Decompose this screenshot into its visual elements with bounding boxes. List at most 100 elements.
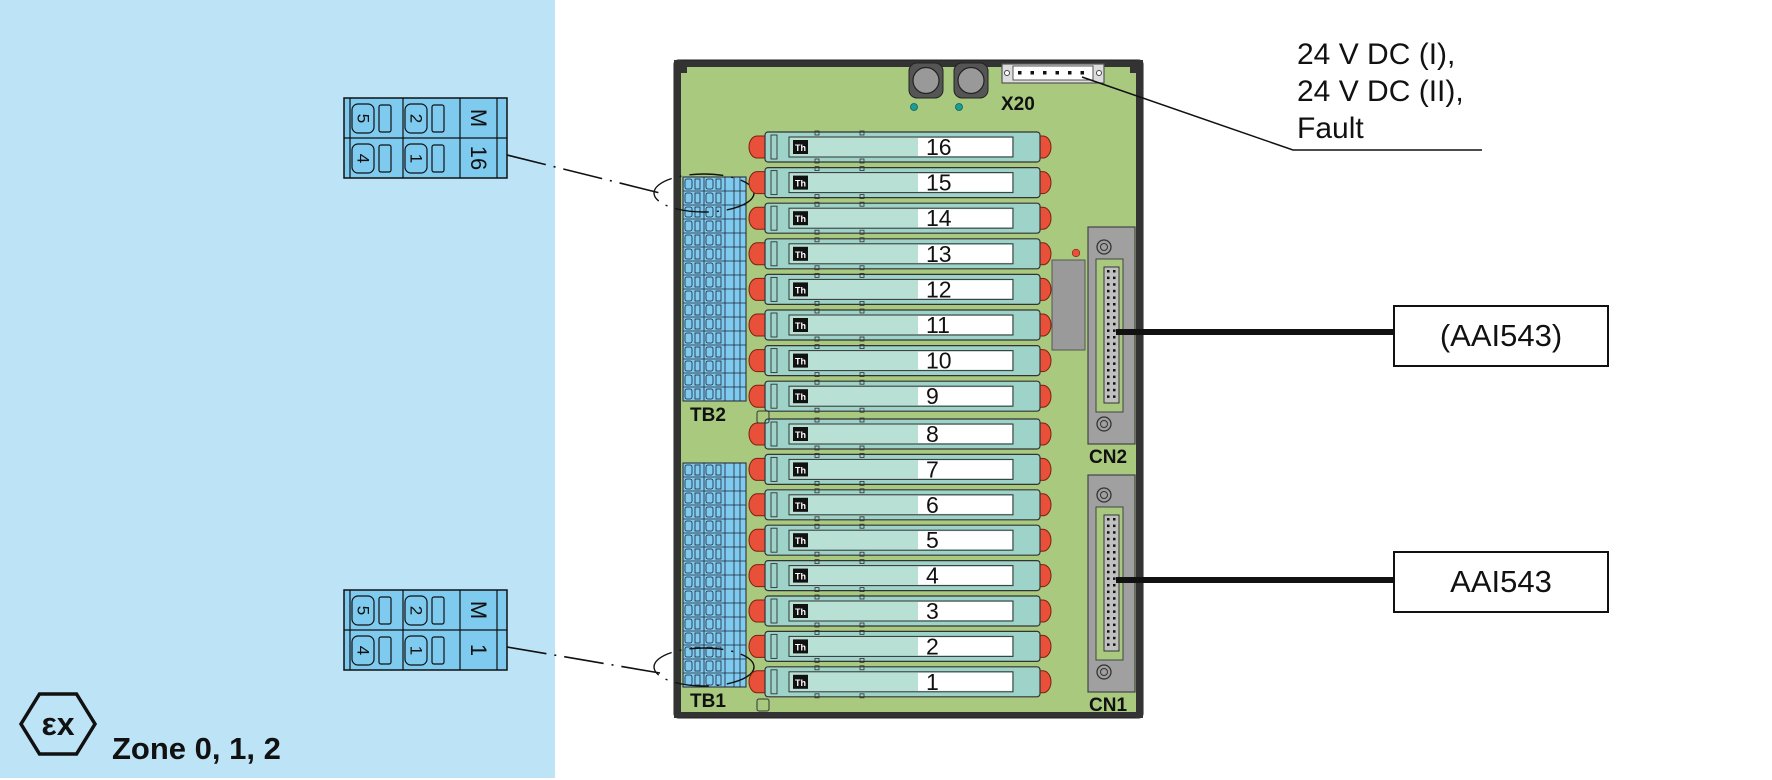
module-clip <box>814 407 820 413</box>
terminal-slot <box>715 290 722 302</box>
connector-pin <box>1113 584 1116 587</box>
ex-text: εx <box>42 706 75 742</box>
terminal-slot <box>694 220 701 232</box>
tb2-leader-line <box>506 154 661 194</box>
connector-pin <box>1113 289 1116 293</box>
terminal-slot <box>715 388 722 400</box>
status-led-icon <box>910 103 918 111</box>
module-label-area <box>918 280 1012 299</box>
terminal-clamp <box>705 478 714 490</box>
terminal-slot <box>694 646 701 658</box>
module-clip <box>814 229 820 235</box>
module-latch <box>770 456 778 482</box>
terminal-number: 5 <box>354 606 373 615</box>
module-clip <box>859 300 865 306</box>
terminal-slot <box>694 248 701 260</box>
connector-pin <box>1113 643 1116 646</box>
ex-hexagon <box>18 692 98 756</box>
module-logo-text: Th <box>795 143 806 153</box>
terminal-clamp <box>684 374 693 386</box>
terminal-slot <box>378 596 392 625</box>
module-clip <box>814 308 820 314</box>
module-clip <box>859 658 865 663</box>
terminal-clamp <box>705 464 714 476</box>
connector-pin <box>1107 362 1110 365</box>
module-logo-text: Th <box>795 214 806 224</box>
terminal-clamp <box>684 360 693 372</box>
terminal-slot <box>715 464 722 476</box>
connector-label: CN2 <box>1089 447 1127 468</box>
connector-pin <box>1113 630 1116 633</box>
x20-screw <box>1004 70 1010 76</box>
module-clip <box>814 630 820 635</box>
module-label-area <box>918 425 1012 443</box>
module-label-area <box>918 566 1012 585</box>
x20-pin <box>1055 71 1059 75</box>
module-clip <box>814 658 820 663</box>
module-logo-icon <box>793 674 808 689</box>
connector-pin <box>1107 349 1110 352</box>
terminal-clamp <box>705 178 714 190</box>
connector-pin <box>1113 610 1116 613</box>
module-label-area <box>918 531 1012 550</box>
connector-pin <box>1107 643 1110 646</box>
module-logo-icon <box>793 568 808 583</box>
module-clip <box>814 158 820 164</box>
module-latch <box>770 170 778 196</box>
x20-pin <box>1018 71 1022 75</box>
connector-pin <box>1113 623 1116 627</box>
terminal-clamp <box>684 576 693 588</box>
module-number: 12 <box>926 276 952 302</box>
terminal-clamp <box>684 548 693 560</box>
terminal-slot <box>694 276 701 288</box>
connector-label: CN1 <box>1089 695 1127 716</box>
module-number: 6 <box>926 492 939 518</box>
terminal-clamp <box>684 248 693 260</box>
module-number: 7 <box>926 456 939 482</box>
connector-pin <box>1113 382 1116 385</box>
module-left-cap <box>748 634 766 658</box>
terminal-slot <box>431 596 445 625</box>
module-clip <box>859 336 865 342</box>
terminal-slot <box>715 492 722 504</box>
power-line-1: 24 V DC (I), <box>1297 38 1456 71</box>
module-clip <box>859 201 865 207</box>
terminal-slot <box>431 104 445 133</box>
terminal-clamp <box>705 604 714 616</box>
connector-pin <box>1107 630 1110 633</box>
connector-pin <box>1113 551 1116 554</box>
module-latch <box>770 669 778 695</box>
connector-pin <box>1107 395 1110 398</box>
connector-pin <box>1107 531 1110 534</box>
terminal-clamp <box>705 234 714 246</box>
terminal-slot <box>715 318 722 330</box>
connector-pin <box>1107 524 1110 528</box>
module-logo-icon <box>793 353 808 368</box>
board-spacer <box>756 410 770 424</box>
power-leader-line <box>1081 76 1482 151</box>
module-logo-text: Th <box>795 642 806 652</box>
module-clip <box>859 308 865 314</box>
connector-pin <box>1107 584 1110 587</box>
terminal-clamp <box>684 220 693 232</box>
module-clip <box>814 622 820 628</box>
module-clip <box>859 445 865 451</box>
module-latch <box>770 241 778 267</box>
x20-screw <box>1096 70 1102 76</box>
module-left-cap <box>748 422 766 446</box>
module-clip <box>814 516 820 522</box>
module-number: 9 <box>926 383 939 409</box>
terminal-slot <box>694 674 701 686</box>
module-clip <box>859 379 865 385</box>
module-logo-text: Th <box>795 465 806 475</box>
module-clip <box>859 587 865 592</box>
terminal-slot <box>715 220 722 232</box>
connector-pin <box>1113 316 1116 319</box>
terminal-number: 2 <box>407 606 426 615</box>
